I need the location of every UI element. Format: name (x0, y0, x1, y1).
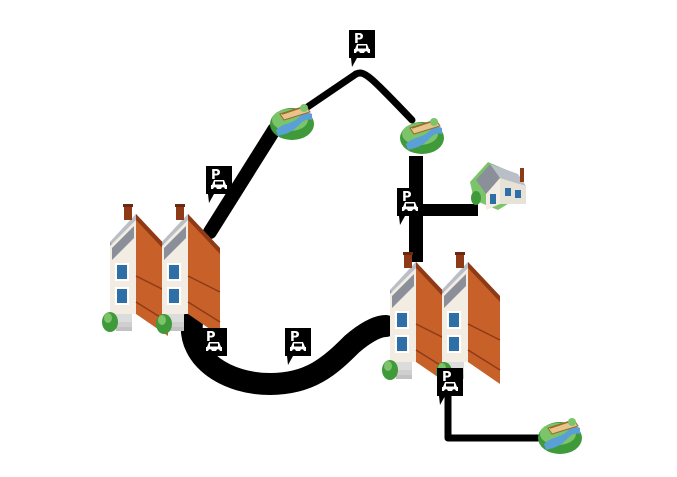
route-top-to-bridge-right (352, 69, 416, 124)
townhouses-left (102, 204, 220, 336)
route-townhouses-curve (180, 311, 397, 395)
parking-label: P (402, 190, 412, 205)
routes (180, 69, 548, 442)
parking-left-upper: P (206, 166, 232, 203)
parking-label: P (206, 330, 216, 345)
bridge-right (399, 117, 445, 155)
nodes (102, 103, 583, 455)
parking-top: P (349, 30, 375, 67)
bridge-left (269, 103, 315, 141)
parking-right-upper: P (397, 188, 423, 225)
parking-middle-lower: P (285, 328, 311, 365)
parking-right-lower: P (437, 368, 463, 405)
suburban-house (470, 162, 526, 210)
parking-label: P (442, 370, 452, 385)
route-left-to-bridge-left (203, 123, 281, 239)
route-bridge-left-to-top (302, 70, 360, 112)
parking-markers: P P P P P P (201, 30, 463, 405)
parking-left-lower: P (201, 328, 227, 365)
bridge-bottom-right (537, 417, 583, 455)
parking-label: P (354, 32, 364, 47)
parking-label: P (211, 168, 221, 183)
parking-label: P (290, 330, 300, 345)
townhouses-right (382, 252, 500, 384)
